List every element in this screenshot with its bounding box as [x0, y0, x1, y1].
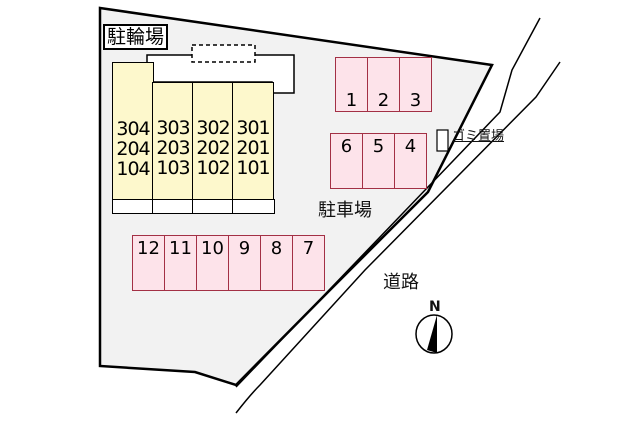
parking-space-10: 10	[196, 235, 229, 291]
building-unit-col-2: 303 203 103	[151, 82, 195, 214]
building-unit-col-4: 301 201 101	[231, 82, 275, 214]
parking-space-3: 3	[399, 57, 432, 112]
compass-north-icon	[415, 314, 453, 354]
road-label: 道路	[383, 272, 419, 293]
parking-space-9: 9	[228, 235, 261, 291]
unit-number: 102	[196, 157, 230, 179]
parking-space-2: 2	[367, 57, 400, 112]
parking-space-11: 11	[164, 235, 197, 291]
building-balcony-strip	[231, 198, 275, 214]
building-unit-col-3: 302 202 102	[191, 82, 235, 214]
building-balcony-strip	[191, 198, 235, 214]
parking-space-6: 6	[330, 133, 363, 189]
garbage-area-label: ゴミ置場	[452, 129, 505, 144]
unit-number: 301	[236, 117, 270, 139]
road-edge-outer	[235, 61, 561, 414]
bicycle-rack-dashed	[191, 44, 256, 63]
unit-number: 204	[116, 138, 150, 160]
parking-space-12: 12	[132, 235, 165, 291]
unit-number: 202	[196, 137, 230, 159]
parking-space-4: 4	[394, 133, 427, 189]
road-edge-inner	[235, 17, 541, 388]
unit-number: 104	[116, 158, 150, 180]
parking-space-1: 1	[335, 57, 368, 112]
parking-space-8: 8	[260, 235, 293, 291]
car-parking-label: 駐車場	[318, 200, 372, 221]
parking-space-5: 5	[362, 133, 395, 189]
unit-number: 203	[156, 137, 190, 159]
unit-number: 304	[116, 118, 150, 140]
unit-number: 101	[236, 157, 270, 179]
building-unit-col-1: 304 204 104	[111, 62, 155, 214]
parking-space-7: 7	[292, 235, 325, 291]
unit-number: 303	[156, 117, 190, 139]
north-label: N	[429, 299, 441, 315]
unit-number: 302	[196, 117, 230, 139]
unit-number: 103	[156, 157, 190, 179]
building-balcony-strip	[111, 198, 155, 214]
building-balcony-strip	[151, 198, 195, 214]
garbage-box	[436, 129, 449, 152]
unit-number: 201	[236, 137, 270, 159]
bicycle-parking-label: 駐輪場	[103, 24, 169, 50]
